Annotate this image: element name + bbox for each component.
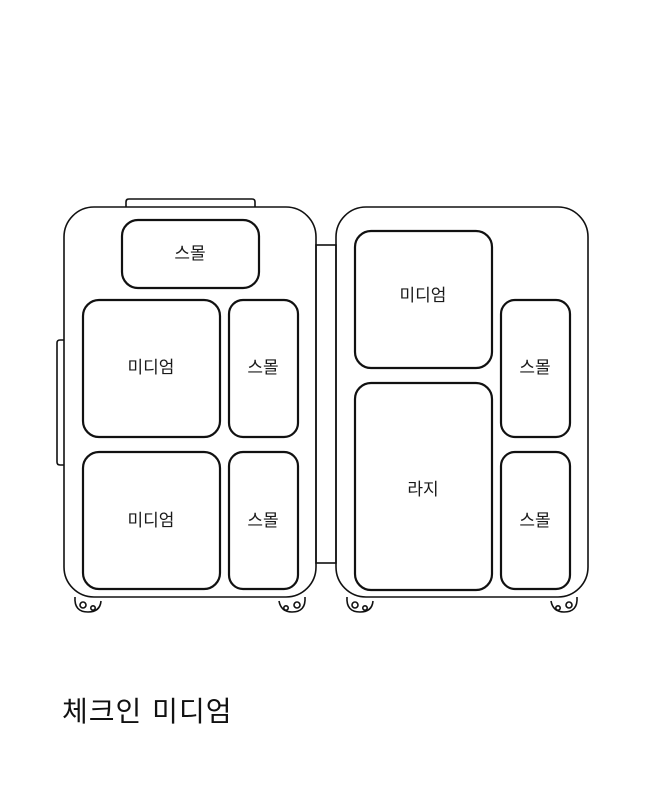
right-slot-1-box	[353, 229, 494, 370]
left-slot-3-label: 스몰	[247, 358, 278, 378]
left-case-shell	[63, 206, 317, 598]
right-slot-4-label: 스몰	[519, 511, 550, 531]
right-slot-1-label: 미디엄	[400, 286, 447, 306]
wheel-left-2	[278, 596, 306, 613]
left-slot-4-box	[81, 450, 222, 591]
hinge	[315, 244, 337, 564]
wheel-left-1	[74, 596, 102, 613]
left-slot-5-label: 스몰	[247, 511, 278, 531]
left-slot-1-label: 스몰	[174, 244, 205, 264]
right-slot-4-box	[499, 450, 572, 591]
left-slot-2-box	[81, 298, 222, 439]
left-slot-2-label: 미디엄	[128, 358, 175, 378]
left-slot-3-box	[227, 298, 300, 439]
side-handle	[56, 339, 64, 466]
left-slot-5-box	[227, 450, 300, 591]
right-slot-2-label: 스몰	[519, 358, 550, 378]
diagram-caption: 체크인 미디엄	[62, 695, 233, 728]
right-case-shell	[335, 206, 589, 598]
wheel-right-1	[346, 596, 374, 613]
right-slot-3-label: 라지	[407, 480, 438, 500]
wheel-right-2	[550, 596, 578, 613]
left-slot-4-label: 미디엄	[128, 511, 175, 531]
right-slot-3-box	[353, 381, 494, 592]
left-slot-1-box	[120, 218, 261, 290]
top-handle	[125, 198, 256, 207]
right-slot-2-box	[499, 298, 572, 439]
